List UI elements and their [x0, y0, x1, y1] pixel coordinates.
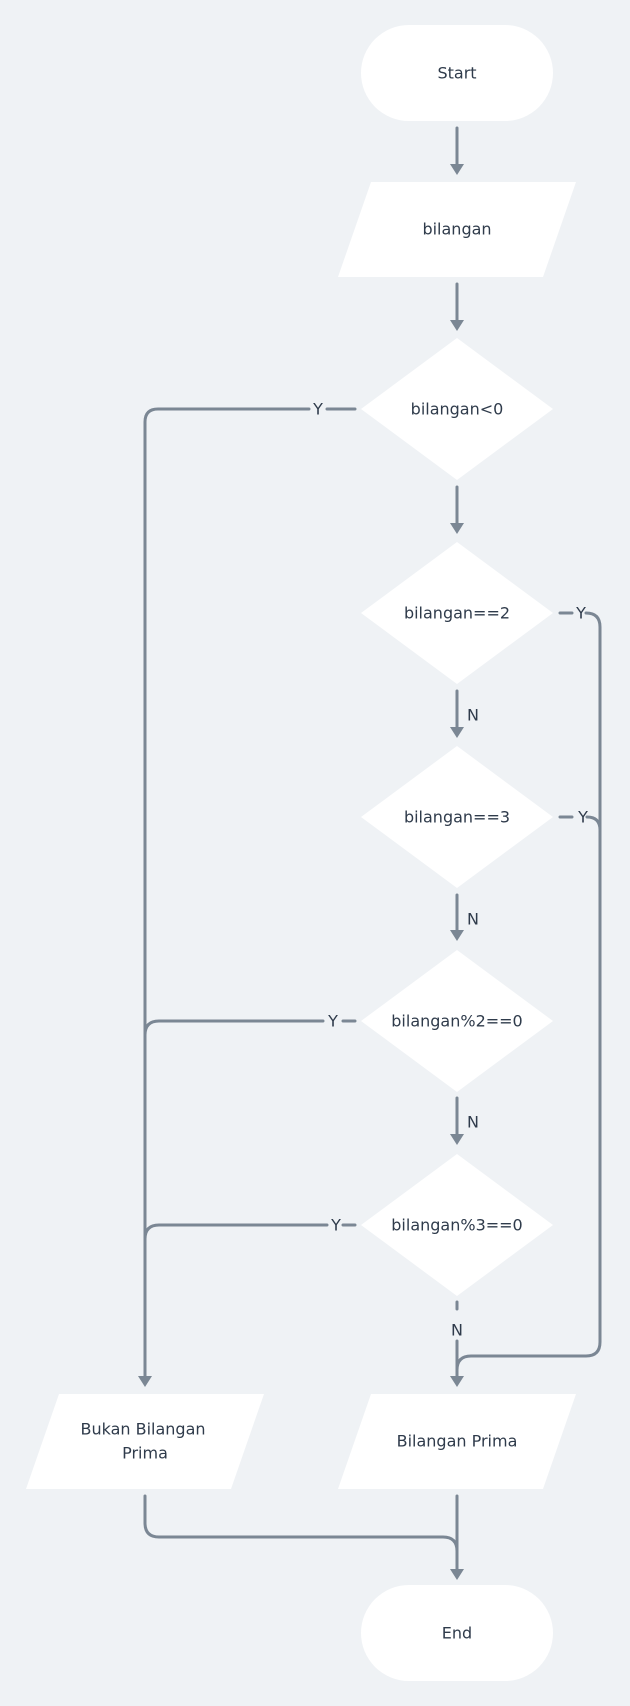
connector-check-two-yes-to-prime: [455, 611, 602, 1372]
start-terminator: [361, 25, 553, 121]
arrowhead: [450, 727, 464, 738]
check-three-node[interactable]: bilangan==3: [361, 746, 553, 888]
start-label: Start: [437, 64, 476, 83]
check-two-diamond: [361, 542, 553, 684]
no-label: N: [467, 910, 479, 929]
connector-check-negative-yes-to-not-prime: [143, 407, 311, 1380]
arrowhead: [450, 320, 464, 331]
connectors: [138, 126, 602, 1580]
check-mod2-diamond: [361, 950, 553, 1092]
end-node[interactable]: End: [361, 1585, 553, 1681]
prime-parallelogram: [338, 1394, 576, 1489]
arrowhead: [450, 523, 464, 534]
not-prime-label-line-1: Bukan Bilangan: [80, 1420, 205, 1439]
check-negative-node[interactable]: bilangan<0: [361, 338, 553, 480]
no-label: N: [451, 1321, 463, 1340]
input-parallelogram: [338, 182, 576, 277]
not-prime-label-line-2: Prima: [122, 1444, 168, 1463]
arrowhead: [450, 1134, 464, 1145]
check-mod3-label: bilangan%3==0: [391, 1216, 522, 1235]
check-negative-label: bilangan<0: [411, 400, 504, 419]
connector-check-mod3-yes-to-not-prime: [143, 1223, 329, 1241]
arrowhead: [138, 1376, 152, 1387]
check-mod2-node[interactable]: bilangan%2==0: [361, 950, 553, 1092]
input-label: bilangan: [422, 220, 491, 239]
yes-label: Y: [327, 1012, 338, 1031]
arrowhead: [450, 930, 464, 941]
start-node[interactable]: Start: [361, 25, 553, 121]
check-mod2-label: bilangan%2==0: [391, 1012, 522, 1031]
edge-labels: Y Y N Y N Y N Y N: [312, 400, 588, 1340]
connector-not-prime-to-end: [143, 1494, 459, 1553]
input-node[interactable]: bilangan: [338, 182, 576, 277]
check-two-node[interactable]: bilangan==2: [361, 542, 553, 684]
not-prime-node[interactable]: Bukan Bilangan Prima: [26, 1394, 264, 1489]
no-label: N: [467, 1113, 479, 1132]
yes-label: Y: [330, 1216, 341, 1235]
prime-node[interactable]: Bilangan Prima: [338, 1394, 576, 1489]
connector-check-mod2-yes-to-not-prime: [143, 1019, 325, 1037]
arrowhead: [450, 1569, 464, 1580]
arrowhead: [450, 164, 464, 175]
check-three-diamond: [361, 746, 553, 888]
check-negative-diamond: [361, 338, 553, 480]
check-mod3-diamond: [361, 1154, 553, 1296]
no-label: N: [467, 706, 479, 725]
yes-label: Y: [312, 400, 323, 419]
prime-label: Bilangan Prima: [397, 1432, 518, 1451]
end-label: End: [442, 1624, 472, 1643]
check-two-label: bilangan==2: [404, 604, 510, 623]
check-mod3-node[interactable]: bilangan%3==0: [361, 1154, 553, 1296]
yes-label: Y: [575, 604, 586, 623]
connector-check-three-yes-to-prime: [585, 815, 602, 832]
arrowhead: [450, 1376, 464, 1387]
not-prime-parallelogram: [26, 1394, 264, 1489]
yes-label: Y: [577, 808, 588, 827]
end-terminator: [361, 1585, 553, 1681]
check-three-label: bilangan==3: [404, 808, 510, 827]
